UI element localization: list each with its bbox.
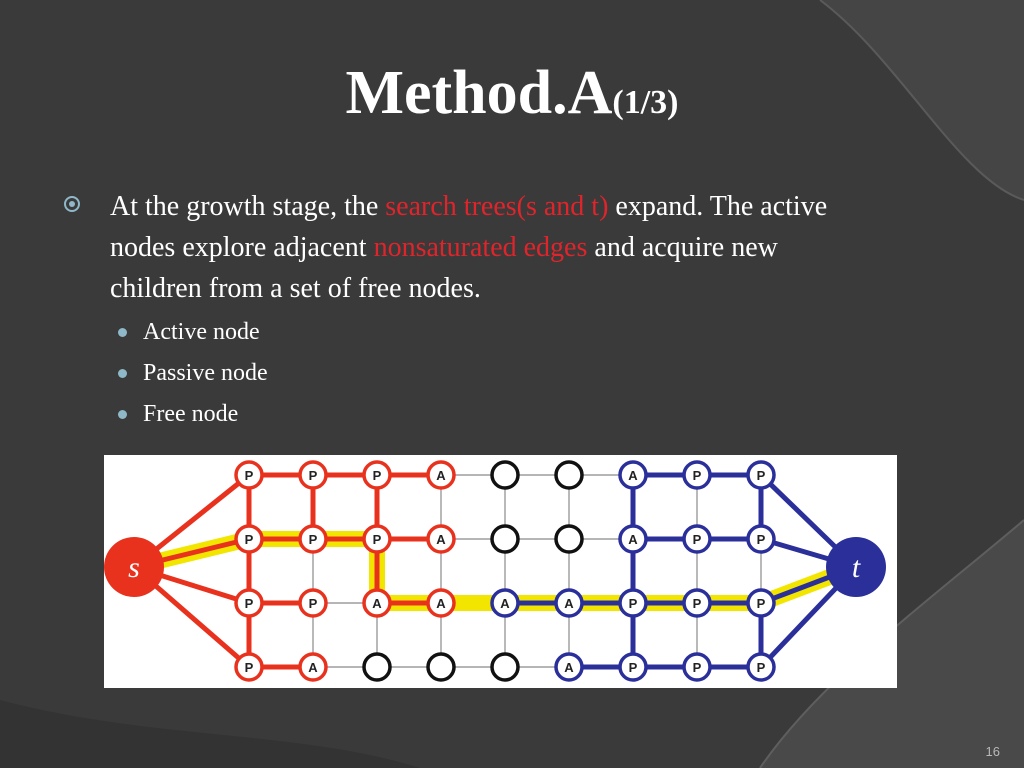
node-label: A — [628, 468, 638, 483]
active-node — [490, 588, 520, 618]
node-label: A — [436, 596, 446, 611]
bullet-dot-icon — [118, 369, 127, 378]
node-label: P — [309, 532, 318, 547]
free-node — [554, 524, 584, 554]
body-text-run: and acquire new children from a set of f… — [110, 232, 778, 304]
node-label: P — [629, 596, 638, 611]
title-main: Method.A — [345, 59, 613, 127]
node-label: P — [757, 468, 766, 483]
slide-title: Method.A(1/3) — [0, 58, 1024, 129]
active-node — [298, 652, 328, 682]
node-label: P — [309, 468, 318, 483]
node-label: P — [693, 660, 702, 675]
bullet-dot-icon — [118, 328, 127, 337]
node-label: P — [757, 532, 766, 547]
free-node — [490, 652, 520, 682]
free-node — [490, 524, 520, 554]
free-node — [362, 652, 392, 682]
node-label: P — [693, 532, 702, 547]
passive-node — [234, 460, 264, 490]
node-label: P — [309, 596, 318, 611]
active-node — [426, 460, 456, 490]
active-node — [426, 524, 456, 554]
node-label: A — [372, 596, 382, 611]
passive-node — [618, 652, 648, 682]
source-label: s — [128, 551, 140, 584]
passive-node — [682, 524, 712, 554]
node-label: A — [308, 660, 318, 675]
free-node — [426, 652, 456, 682]
passive-node — [682, 460, 712, 490]
node-label: A — [564, 596, 574, 611]
node-label: A — [436, 532, 446, 547]
node-label: P — [245, 596, 254, 611]
free-node — [490, 460, 520, 490]
node-label: A — [628, 532, 638, 547]
sink-label: t — [852, 551, 861, 584]
passive-node — [746, 588, 776, 618]
free-node — [554, 460, 584, 490]
passive-node — [298, 460, 328, 490]
active-node — [554, 588, 584, 618]
node-type-list: Active node Passive node Free node — [118, 312, 268, 435]
active-node — [362, 588, 392, 618]
node-label: P — [245, 468, 254, 483]
passive-node — [746, 460, 776, 490]
node-label: A — [564, 660, 574, 675]
source-terminal — [104, 537, 164, 597]
node-label: P — [757, 660, 766, 675]
passive-node — [234, 524, 264, 554]
passive-node — [234, 652, 264, 682]
list-item-free-node: Free node — [118, 394, 268, 435]
node-label: P — [373, 468, 382, 483]
node-label: P — [245, 660, 254, 675]
bullet-dot-icon — [118, 410, 127, 419]
list-item-active-node: Active node — [118, 312, 268, 353]
passive-node — [298, 524, 328, 554]
list-item-passive-node: Passive node — [118, 353, 268, 394]
node-label: P — [373, 532, 382, 547]
active-node — [618, 460, 648, 490]
node-label: P — [693, 596, 702, 611]
passive-node — [746, 524, 776, 554]
highlighted-text: search trees(s and t) — [385, 191, 609, 222]
node-label: P — [757, 596, 766, 611]
active-node — [554, 652, 584, 682]
sink-terminal — [826, 537, 886, 597]
node-label: P — [629, 660, 638, 675]
node-label: P — [693, 468, 702, 483]
main-bullet-text: At the growth stage, the search trees(s … — [110, 186, 870, 309]
node-label: P — [245, 532, 254, 547]
passive-node — [362, 460, 392, 490]
active-node — [618, 524, 648, 554]
passive-node — [298, 588, 328, 618]
passive-node — [682, 652, 712, 682]
body-text-run: expand. The active nodes explore adjacen… — [110, 191, 828, 263]
node-label: A — [500, 596, 510, 611]
page-number: 16 — [985, 744, 1000, 759]
body-text-run: At the growth stage, the — [110, 191, 386, 222]
passive-node — [618, 588, 648, 618]
highlighted-text: nonsaturated edges — [373, 232, 588, 263]
node-label: A — [436, 468, 446, 483]
passive-node — [682, 588, 712, 618]
passive-node — [362, 524, 392, 554]
active-node — [426, 588, 456, 618]
title-sub: (1/3) — [612, 84, 679, 121]
passive-node — [234, 588, 264, 618]
bullet-circle-icon — [64, 196, 80, 212]
passive-node — [746, 652, 776, 682]
